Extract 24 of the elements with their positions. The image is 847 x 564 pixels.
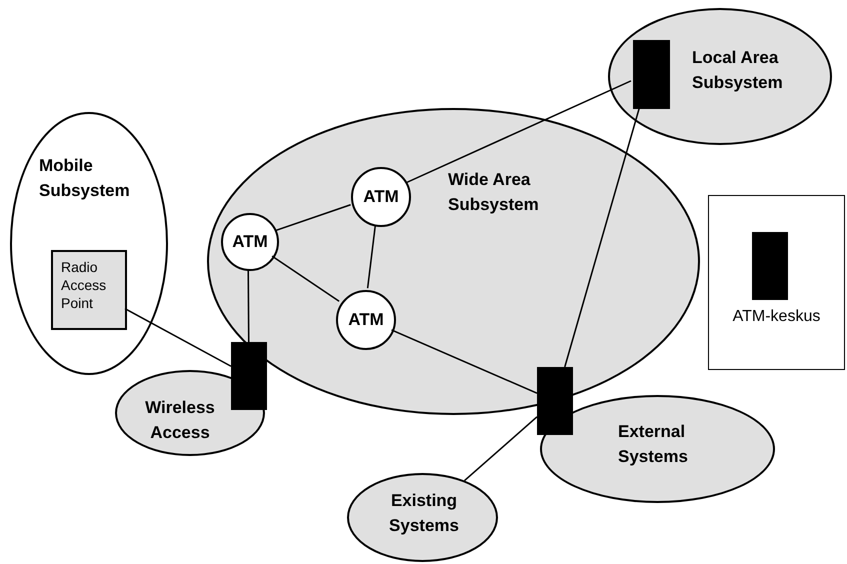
node-label: Mobile Subsystem — [39, 155, 131, 202]
switch-bar — [633, 40, 670, 109]
switch-bar — [537, 367, 573, 435]
node-label: Wide Area Subsystem — [448, 169, 540, 216]
legend-label: ATM-keskus — [732, 308, 822, 326]
node-label: ATM — [348, 308, 384, 331]
connector-line — [464, 416, 538, 482]
connector-line — [275, 204, 351, 232]
node-label: ATM — [232, 230, 268, 253]
connector-line — [272, 256, 340, 302]
node-label: External Systems — [618, 421, 689, 468]
connector-line — [247, 269, 250, 342]
node-label: Existing Systems — [388, 490, 460, 537]
connector-line — [366, 224, 376, 288]
atm-node-circle — [221, 213, 279, 271]
connector-line — [406, 80, 632, 184]
node-label: Wireless Access — [144, 397, 216, 444]
connector-line — [124, 308, 232, 367]
access-point-box — [51, 250, 127, 330]
connector-line — [391, 329, 538, 394]
node-label: Local Area Subsystem — [692, 47, 784, 94]
connector-line — [564, 106, 640, 368]
node-label: ATM — [363, 186, 399, 208]
node-label: Radio Access Point — [61, 258, 108, 313]
